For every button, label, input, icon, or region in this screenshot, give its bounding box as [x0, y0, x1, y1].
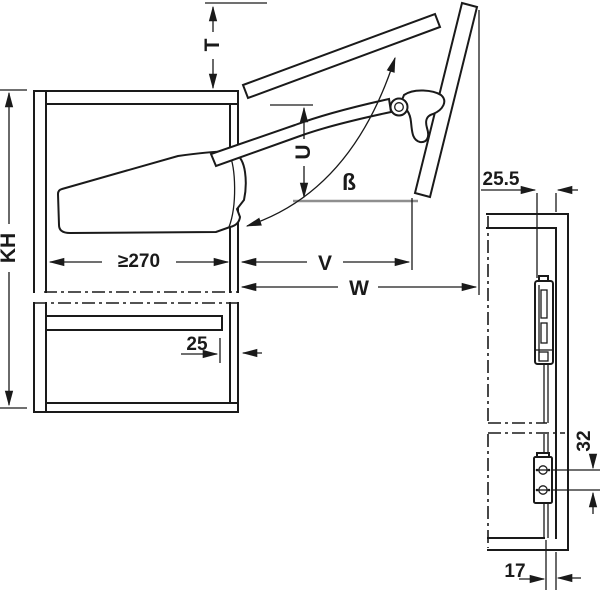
dimension-KH: KH: [0, 89, 27, 409]
label-min-interior: ≥270: [118, 251, 160, 272]
cabinet-section-view: [33, 1, 479, 413]
flap-bracket: [398, 89, 446, 144]
label-U: U: [292, 144, 315, 159]
dimension-front-distance: 25.5: [481, 169, 578, 278]
arm-pivot: [389, 97, 409, 117]
label-shelf-setback: 25: [186, 334, 208, 355]
dimension-hole-spacing: 32: [574, 430, 598, 514]
lift-unit-side-view: [534, 275, 554, 365]
dimension-shelf-setback: 25: [181, 334, 262, 363]
drill-hole-top: [535, 465, 551, 475]
dimension-T: T: [201, 2, 267, 90]
lower-flap-open: [413, 1, 479, 199]
label-T: T: [201, 38, 224, 51]
dimension-min-interior: ≥270: [48, 251, 230, 272]
label-edge-distance: 17: [504, 561, 525, 582]
lift-rod: [543, 364, 549, 538]
label-V: V: [318, 252, 332, 275]
dimension-U: U: [270, 104, 315, 199]
dimensions-main-view: T KH ≥270 V W: [0, 2, 480, 409]
label-KH: KH: [0, 233, 20, 263]
label-beta: ß: [342, 169, 356, 195]
label-W: W: [349, 277, 369, 300]
upper-flap-open: [241, 12, 442, 100]
shelf: [45, 315, 223, 331]
label-front-distance: 25.5: [483, 169, 520, 190]
side-panel-view: [486, 213, 600, 551]
label-hole-spacing: 32: [574, 430, 595, 451]
dimension-W: W: [240, 10, 480, 300]
dimension-V: V: [240, 198, 413, 275]
mounting-plate: [533, 452, 553, 504]
drill-hole-bottom: [535, 485, 551, 495]
dimensions-side-view: 25.5 32 17: [481, 169, 598, 590]
dimension-edge-distance: 17: [504, 540, 581, 590]
dimension-beta-angle: ß: [245, 56, 396, 227]
